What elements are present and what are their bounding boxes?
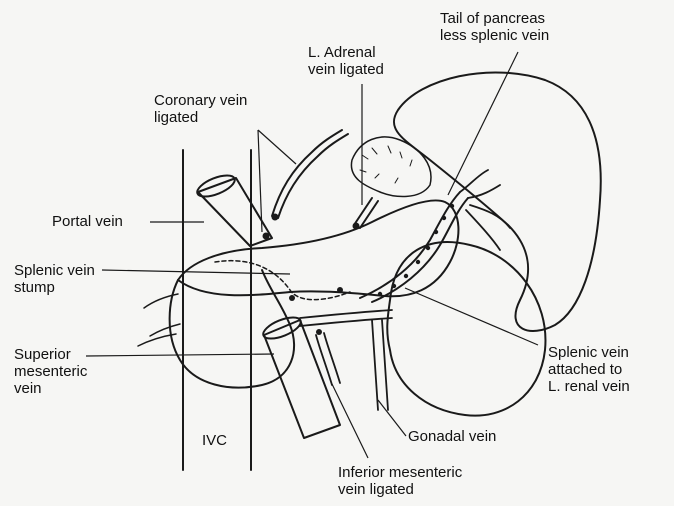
label-line: ligated [154,109,247,126]
label-splenic-vein-stump: Splenic vein stump [14,262,95,296]
adrenal-gland [351,137,431,197]
label-line: vein ligated [308,61,384,78]
ivc-vessel [183,150,251,470]
label-line: vein ligated [338,481,462,498]
label-superior-mesenteric-vein: Superior mesenteric vein [14,346,87,397]
gonadal-vein [372,320,388,410]
label-gonadal-vein: Gonadal vein [408,428,496,445]
label-line: attached to [548,361,630,378]
pancreatic-head [170,270,294,388]
label-splenic-vein-attached: Splenic vein attached to L. renal vein [548,344,630,395]
label-adrenal-vein: L. Adrenal vein ligated [308,44,384,78]
coronary-vein [272,130,348,218]
label-line: stump [14,279,95,296]
label-line: L. Adrenal [308,44,384,61]
label-inferior-mesenteric-vein: Inferior mesenteric vein ligated [338,464,462,498]
label-line: Portal vein [52,213,123,230]
label-line: Splenic vein [14,262,95,279]
label-line: Splenic vein [548,344,630,361]
label-coronary-vein: Coronary vein ligated [154,92,247,126]
superior-mesenteric-vein [260,313,340,438]
renal-vein [300,310,392,326]
label-line: Gonadal vein [408,428,496,445]
label-line: Superior [14,346,87,363]
label-ivc: IVC [202,432,227,449]
label-line: Inferior mesenteric [338,464,462,481]
label-line: Coronary vein [154,92,247,109]
label-line: vein [14,380,87,397]
label-line: Tail of pancreas [440,10,549,27]
label-line: mesenteric [14,363,87,380]
label-portal-vein: Portal vein [52,213,123,230]
label-line: less splenic vein [440,27,549,44]
label-line: L. renal vein [548,378,630,395]
label-tail-pancreas: Tail of pancreas less splenic vein [440,10,549,44]
inferior-mesenteric-vein [316,329,340,385]
label-line: IVC [202,432,227,449]
